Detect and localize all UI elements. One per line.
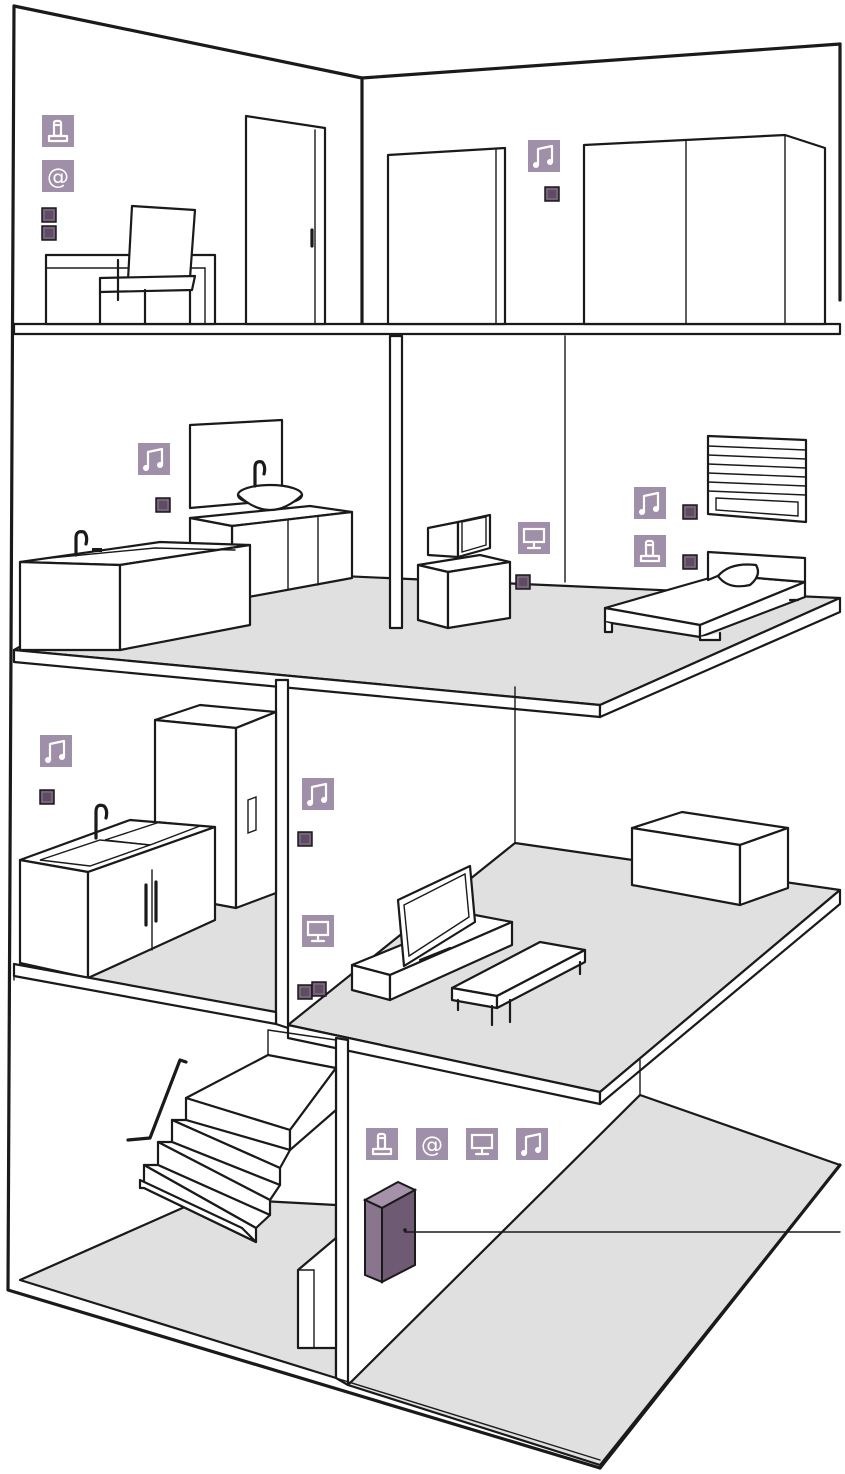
wall-socket bbox=[156, 498, 170, 512]
wardrobe bbox=[584, 135, 825, 324]
monitor-icon bbox=[518, 522, 550, 554]
music-note-icon bbox=[40, 735, 72, 767]
wall-socket bbox=[683, 555, 697, 569]
wall-socket bbox=[42, 226, 56, 240]
monitor-icon bbox=[466, 1128, 498, 1160]
phone-icon bbox=[42, 115, 74, 147]
top-floor bbox=[14, 115, 840, 334]
at-sign-icon bbox=[416, 1128, 448, 1160]
tv-cabinet bbox=[418, 515, 510, 628]
music-note-icon bbox=[634, 487, 666, 519]
wall-socket bbox=[683, 505, 697, 519]
wall-socket bbox=[516, 575, 530, 589]
wall-socket bbox=[42, 208, 56, 222]
phone-icon bbox=[634, 535, 666, 567]
first-floor bbox=[14, 680, 840, 1104]
wall-socket bbox=[545, 187, 559, 201]
second-floor bbox=[14, 336, 840, 717]
music-note-icon bbox=[302, 778, 334, 810]
wall-socket bbox=[40, 790, 54, 804]
wardrobe-small bbox=[388, 148, 505, 324]
bathtub bbox=[20, 532, 250, 650]
monitor-icon bbox=[302, 915, 334, 947]
door bbox=[246, 116, 325, 324]
wall-socket bbox=[298, 985, 312, 999]
music-note-icon bbox=[516, 1128, 548, 1160]
window-blind bbox=[708, 436, 806, 522]
music-note-icon bbox=[528, 140, 560, 172]
at-sign-icon bbox=[42, 160, 74, 192]
wall-socket bbox=[312, 982, 326, 996]
phone-icon bbox=[366, 1128, 398, 1160]
wall-socket bbox=[298, 832, 312, 846]
music-note-icon bbox=[138, 443, 170, 475]
